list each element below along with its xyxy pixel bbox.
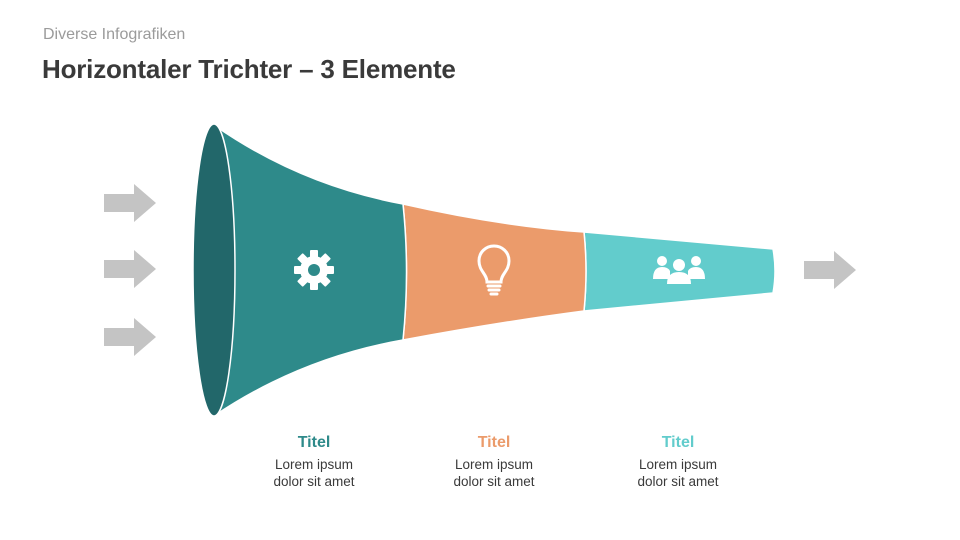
output-arrow xyxy=(804,251,856,289)
caption-1-line-1: Lorem ipsum xyxy=(274,457,354,472)
input-arrow-1 xyxy=(104,184,156,222)
caption-1: Titel Lorem ipsum dolor sit amet xyxy=(239,434,389,490)
caption-3-line-1: Lorem ipsum xyxy=(638,457,718,472)
funnel-mouth xyxy=(192,123,236,417)
caption-2-title: Titel xyxy=(477,434,511,451)
caption-2: Titel Lorem ipsum dolor sit amet xyxy=(419,434,569,490)
funnel-segment-3 xyxy=(583,231,776,312)
gear-icon xyxy=(294,250,334,290)
caption-1-title: Titel xyxy=(297,434,331,451)
subtitle: Diverse Infografiken xyxy=(43,26,186,43)
page-title: Horizontaler Trichter – 3 Elemente xyxy=(42,54,456,84)
input-arrows xyxy=(104,184,156,356)
caption-2-line-2: dolor sit amet xyxy=(453,474,535,489)
caption-3-line-2: dolor sit amet xyxy=(637,474,719,489)
input-arrow-2 xyxy=(104,250,156,288)
input-arrow-3 xyxy=(104,318,156,356)
caption-3-title: Titel xyxy=(661,434,695,451)
people-group-icon xyxy=(653,256,705,284)
caption-3: Titel Lorem ipsum dolor sit amet xyxy=(603,434,753,490)
caption-2-line-1: Lorem ipsum xyxy=(454,457,534,472)
lightbulb-icon xyxy=(477,244,511,296)
funnel-segment-2 xyxy=(402,203,587,341)
caption-1-line-2: dolor sit amet xyxy=(273,474,355,489)
